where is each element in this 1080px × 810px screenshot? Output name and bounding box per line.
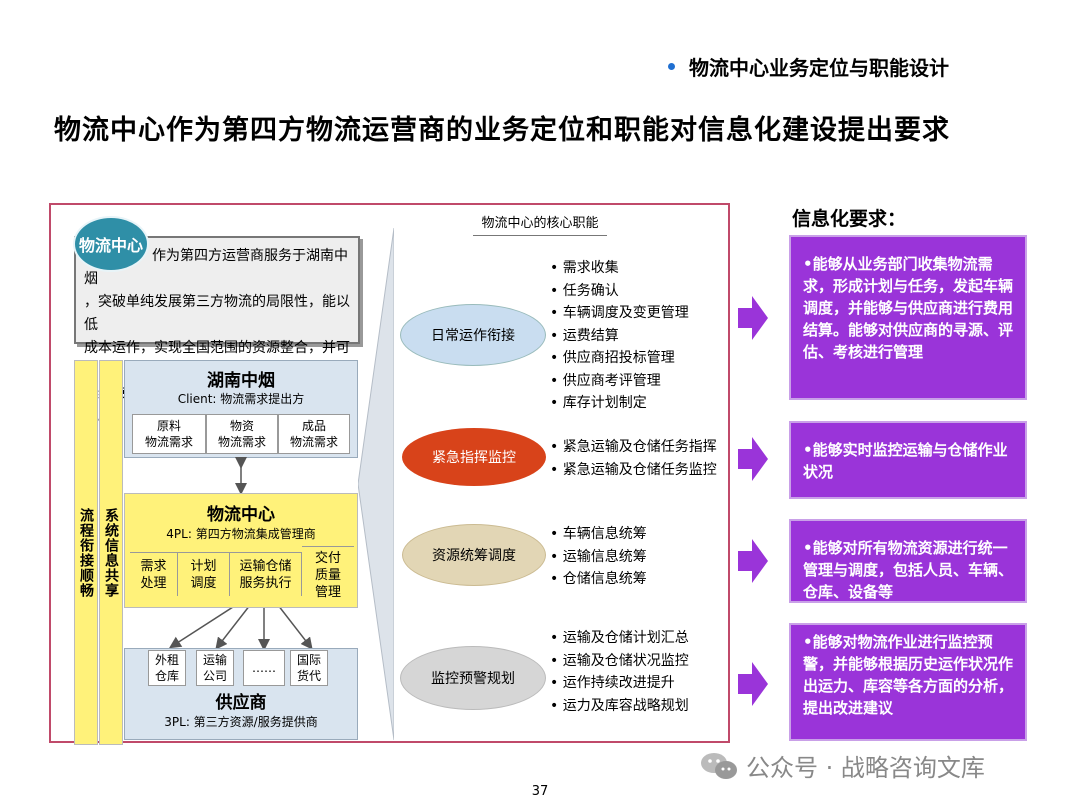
supplier-cell: 国际货代 xyxy=(290,650,328,686)
list-item: 运力及库容战略规划 xyxy=(550,695,689,718)
cell-line: 需求 xyxy=(140,558,167,574)
arrow-right-icon xyxy=(738,662,768,706)
cell-line: 原料 xyxy=(156,419,181,433)
requirement-box: •能够从业务部门收集物流需求，形成计划与任务，发起车辆调度，并能够与供应商进行费… xyxy=(789,235,1027,400)
watermark-text: 公众号 · 战略咨询文库 xyxy=(746,754,985,782)
client-cell: 原料物流需求 xyxy=(132,414,206,454)
bullet-dot xyxy=(668,63,675,70)
supplier-title: 供应商 xyxy=(215,693,267,713)
ellipse-daily-ops: 日常运作衔接 xyxy=(400,304,546,366)
cell-line: 货代 xyxy=(296,669,321,683)
arrow-right-icon xyxy=(738,437,768,481)
section-tag-text: 物流中心业务定位与职能设计 xyxy=(689,56,949,80)
center-subtitle: 4PL: 第四方物流集成管理商 xyxy=(166,527,316,541)
process-bar: 流程衔接顺畅 xyxy=(74,360,98,745)
client-subtitle: Client: 物流需求提出方 xyxy=(177,392,305,406)
arrow-right-icon xyxy=(738,539,768,583)
note-line: ，突破单纯发展第三方物流的局限性，能以低 xyxy=(84,294,350,333)
list-item: 仓储信息统筹 xyxy=(550,568,647,591)
info-share-bar: 系统信息共享 xyxy=(99,360,123,745)
supplier-cell: 外租仓库 xyxy=(148,650,186,686)
cell-line: 仓库 xyxy=(154,669,179,683)
page-number: 37 xyxy=(531,784,549,799)
ellipse-resource: 资源统筹调度 xyxy=(402,524,546,586)
list-item: 车辆调度及变更管理 xyxy=(550,302,689,325)
list-item: 运费结算 xyxy=(550,325,689,348)
supplier-subtitle: 3PL: 第三方资源/服务提供商 xyxy=(164,715,318,729)
zoom-wedge xyxy=(358,228,394,740)
cell-line: 国际 xyxy=(296,653,321,667)
list-item: 供应商招投标管理 xyxy=(550,347,689,370)
function-cell: 运输仓储服务执行 xyxy=(230,552,302,596)
center-title: 物流中心 xyxy=(207,505,275,525)
requirement-box: •能够实时监控运输与仓储作业状况 xyxy=(789,421,1027,499)
cell-line: 运输仓储 xyxy=(239,558,292,574)
cell-line: …… xyxy=(252,661,276,675)
cell-line: 计划 xyxy=(190,558,217,574)
function-cell: 需求处理 xyxy=(130,552,178,596)
cell-line: 服务执行 xyxy=(239,575,292,591)
client-cell: 物资物流需求 xyxy=(206,414,278,454)
list-emergency: 紧急运输及仓储任务指挥 紧急运输及仓储任务监控 xyxy=(550,436,717,481)
list-monitor: 运输及仓储计划汇总 运输及仓储状况监控 运作持续改进提升 运力及库容战略规划 xyxy=(550,627,689,717)
cell-line: 外租 xyxy=(154,653,179,667)
page-title: 物流中心作为第四方物流运营商的业务定位和职能对信息化建设提出要求 xyxy=(54,115,950,146)
cell-line: 成品 xyxy=(301,419,326,433)
cell-line: 公司 xyxy=(202,669,227,683)
list-item: 紧急运输及仓储任务监控 xyxy=(550,459,717,482)
list-item: 运作持续改进提升 xyxy=(550,672,689,695)
cell-line: 物流需求 xyxy=(289,435,338,449)
client-cell: 成品物流需求 xyxy=(278,414,350,454)
ellipse-monitor: 监控预警规划 xyxy=(400,646,546,710)
cell-line: 交付 xyxy=(314,551,341,566)
list-item: 车辆信息统筹 xyxy=(550,523,647,546)
cell-line: 物流需求 xyxy=(217,435,266,449)
section-tag: 物流中心业务定位与职能设计 xyxy=(668,52,949,81)
wechat-icon xyxy=(701,752,737,779)
center-box xyxy=(124,493,358,608)
ellipse-emergency: 紧急指挥监控 xyxy=(402,428,546,486)
requirement-box: •能够对所有物流资源进行统一管理与调度，包括人员、车辆、仓库、设备等 xyxy=(789,519,1027,603)
watermark: 公众号 · 战略咨询文库 xyxy=(700,748,985,783)
supplier-cell: …… xyxy=(243,650,285,686)
info-requirements-title: 信息化要求： xyxy=(792,208,907,230)
list-item: 任务确认 xyxy=(550,280,689,303)
list-item: 运输信息统筹 xyxy=(550,546,647,569)
arrow-right-icon xyxy=(738,296,768,340)
cell-line: 物资 xyxy=(229,419,254,433)
list-item: 运输及仓储计划汇总 xyxy=(550,627,689,650)
supplier-cell: 运输公司 xyxy=(196,650,234,686)
list-resource: 车辆信息统筹 运输信息统筹 仓储信息统筹 xyxy=(550,523,647,591)
logistics-center-bubble: 物流中心 xyxy=(73,216,149,272)
requirement-box: •能够对物流作业进行监控预警，并能够根据历史运作状况作出运力、库容等各方面的分析… xyxy=(789,623,1027,741)
cell-line: 物流需求 xyxy=(144,435,193,449)
cell-line: 管理 xyxy=(314,585,341,600)
list-item: 紧急运输及仓储任务指挥 xyxy=(550,436,717,459)
list-item: 运输及仓储状况监控 xyxy=(550,650,689,673)
list-item: 库存计划制定 xyxy=(550,392,689,415)
list-daily-ops: 需求收集 任务确认 车辆调度及变更管理 运费结算 供应商招投标管理 供应商考评管… xyxy=(550,257,689,415)
cell-line: 调度 xyxy=(190,575,217,591)
note-line: 作为第四方运营商服务于湖南中烟 xyxy=(84,248,348,287)
list-item: 需求收集 xyxy=(550,257,689,280)
function-cell: 交付质量管理 xyxy=(302,546,354,604)
cell-line: 处理 xyxy=(140,575,167,591)
cell-line: 运输 xyxy=(202,653,227,667)
cell-line: 质量 xyxy=(314,568,341,583)
core-functions-heading: 物流中心的核心职能 xyxy=(473,212,607,236)
list-item: 供应商考评管理 xyxy=(550,370,689,393)
function-cell: 计划调度 xyxy=(178,552,230,596)
client-title: 湖南中烟 xyxy=(207,371,275,391)
